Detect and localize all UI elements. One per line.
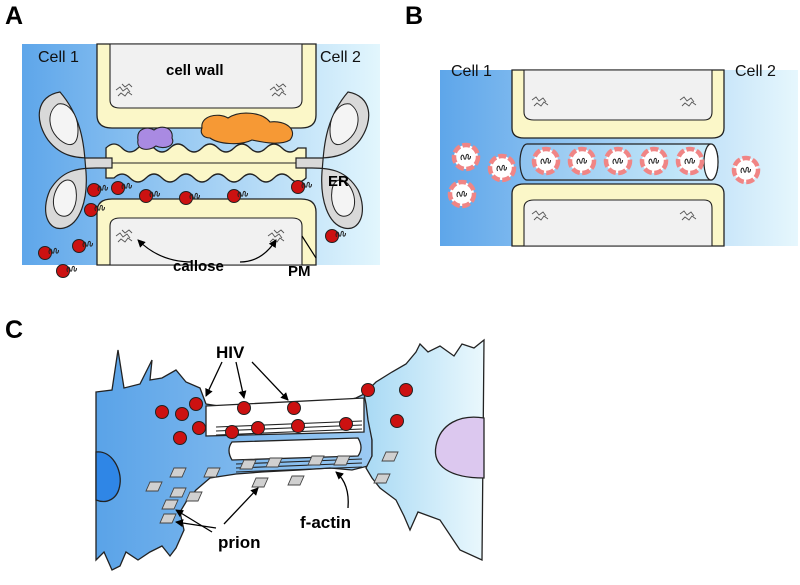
middle-lamella-lower — [109, 217, 303, 266]
panel-a-cell1-label: Cell 1 — [38, 49, 79, 66]
nanotube-lower — [228, 437, 362, 461]
panel-a-letter: A — [5, 2, 23, 30]
cell-wall-label: cell wall — [166, 62, 224, 79]
prion-particles — [145, 451, 399, 524]
panel-b-cell1-label: Cell 1 — [451, 63, 492, 80]
er-label: ER — [328, 173, 349, 190]
panel-b-letter: B — [405, 2, 423, 30]
panel-a-cell2-label: Cell 2 — [320, 49, 361, 66]
hiv-label: HIV — [216, 343, 245, 362]
panel-a: A — [5, 2, 380, 280]
virus-particles-a — [38, 180, 346, 278]
callose-arrow-left — [137, 239, 193, 263]
f-actin-label: f-actin — [300, 513, 351, 532]
prion-arrows — [175, 487, 259, 533]
hiv-arrows — [205, 361, 289, 401]
panel-b-cell2-label: Cell 2 — [735, 63, 776, 80]
pm-pointer — [301, 235, 317, 259]
middle-lamella-upper — [109, 43, 303, 109]
panel-c-letter: C — [5, 316, 23, 344]
target-cell — [363, 338, 485, 562]
callose-deposits — [115, 83, 287, 243]
nucleus-right — [434, 416, 485, 479]
callose-arrow-right — [239, 239, 277, 263]
movement-protein-particles — [447, 142, 761, 209]
f-actin-arrow — [335, 471, 349, 509]
pm-label: PM — [288, 263, 311, 280]
purple-protein — [137, 126, 174, 150]
hiv-particles — [155, 383, 413, 445]
panel-c: C — [5, 316, 485, 571]
prion-label: prion — [218, 533, 261, 552]
orange-protein — [200, 112, 294, 145]
callose-label: callose — [173, 258, 224, 275]
panel-b: B Cell 1 Cell 2 — [405, 2, 798, 247]
nucleus-left — [95, 451, 121, 503]
